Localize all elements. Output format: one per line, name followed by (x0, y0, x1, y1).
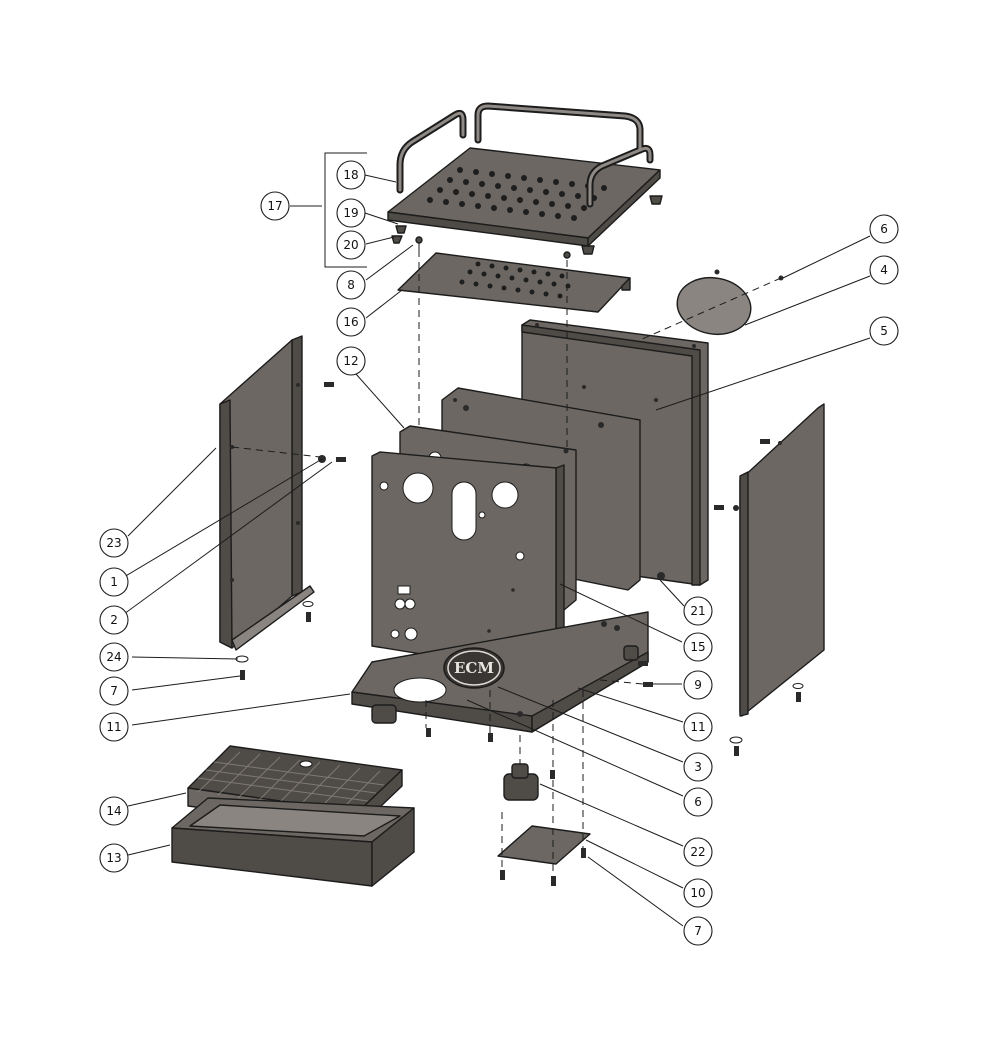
callout-9: 9 (683, 670, 713, 700)
foot-22 (503, 763, 539, 801)
callout-23: 23 (99, 528, 129, 558)
alignment-lines (231, 250, 782, 876)
svg-text:9: 9 (694, 678, 702, 692)
svg-text:24: 24 (106, 650, 121, 664)
callout-3: 3 (683, 752, 713, 782)
callout-6-top: 6 (869, 214, 899, 244)
leader-lines (123, 174, 871, 927)
callout-11-right: 11 (683, 712, 713, 742)
callout-24: 24 (99, 642, 129, 672)
svg-text:19: 19 (343, 206, 358, 220)
svg-text:1: 1 (110, 575, 118, 589)
svg-text:3: 3 (694, 760, 702, 774)
side-panel-left-23 (219, 335, 315, 651)
svg-text:8: 8 (347, 278, 355, 292)
callout-22: 22 (683, 837, 713, 867)
callout-7-bottom: 7 (683, 916, 713, 946)
svg-text:18: 18 (343, 168, 358, 182)
svg-text:11: 11 (690, 720, 705, 734)
bottom-plate-10 (497, 825, 591, 865)
tray-foot (391, 195, 663, 255)
callout-17: 17 (260, 191, 290, 221)
ecm-logo: ECM (454, 659, 494, 677)
callout-4: 4 (869, 255, 899, 285)
svg-text:16: 16 (343, 315, 358, 329)
callout-1: 1 (99, 567, 129, 597)
callout-19: 19 (336, 198, 366, 228)
callout-14: 14 (99, 796, 129, 826)
callout-bubbles: 18 17 19 20 8 16 12 6 4 5 23 1 2 24 7 11… (99, 160, 899, 946)
svg-text:23: 23 (106, 536, 121, 550)
drip-tray-base-13 (171, 797, 415, 887)
svg-text:13: 13 (106, 851, 121, 865)
screw-8 (415, 236, 571, 259)
svg-text:2: 2 (110, 613, 118, 627)
svg-text:20: 20 (343, 238, 358, 252)
svg-text:12: 12 (343, 354, 358, 368)
callout-2: 2 (99, 605, 129, 635)
callout-11-left: 11 (99, 712, 129, 742)
callout-10: 10 (683, 878, 713, 908)
callout-6-bottom: 6 (683, 787, 713, 817)
svg-text:6: 6 (880, 222, 888, 236)
svg-text:17: 17 (267, 199, 282, 213)
svg-text:21: 21 (690, 604, 705, 618)
front-frame-panel (371, 451, 565, 677)
round-cover-4 (676, 269, 784, 336)
washers (235, 601, 804, 744)
svg-text:15: 15 (690, 640, 705, 654)
cup-warmer-tray-assembly (387, 102, 663, 255)
svg-text:7: 7 (110, 684, 118, 698)
callout-15: 15 (683, 632, 713, 662)
svg-text:5: 5 (880, 324, 888, 338)
callout-8: 8 (336, 270, 366, 300)
side-panel-right (739, 403, 825, 717)
assembly-bracket-17 (324, 152, 367, 268)
svg-text:7: 7 (694, 924, 702, 938)
callout-18: 18 (336, 160, 366, 190)
svg-text:4: 4 (880, 263, 888, 277)
callout-20: 20 (336, 230, 366, 260)
drip-plate-16 (397, 252, 631, 313)
callout-16: 16 (336, 307, 366, 337)
callout-5: 5 (869, 316, 899, 346)
callout-13: 13 (99, 843, 129, 873)
base-feet (371, 645, 639, 724)
callout-21: 21 (683, 596, 713, 626)
callout-12: 12 (336, 346, 366, 376)
svg-text:6: 6 (694, 795, 702, 809)
callout-7-left: 7 (99, 676, 129, 706)
svg-text:11: 11 (106, 720, 121, 734)
svg-text:10: 10 (690, 886, 705, 900)
svg-text:14: 14 (106, 804, 121, 818)
svg-text:22: 22 (690, 845, 705, 859)
